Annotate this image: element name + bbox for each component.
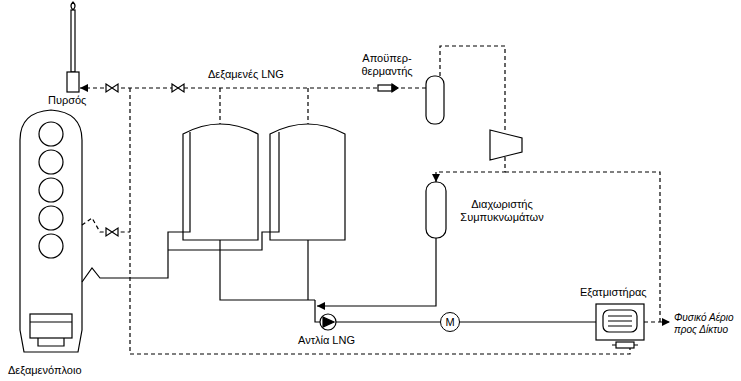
liquid-line [82, 132, 190, 282]
equipment-label: Αντλία LNG [298, 334, 355, 347]
nozzle-symbol [378, 85, 392, 91]
vaporizer-symbol [596, 304, 644, 340]
vapour-line [219, 88, 220, 124]
vapour-line [436, 157, 505, 182]
drawing-part [20, 2, 670, 354]
equipment-label: Φυσικό Αέριο προς Δίκτυο [674, 312, 736, 336]
flare-stack [67, 72, 79, 92]
tanker-ship [39, 122, 63, 146]
flare-stack [71, 10, 75, 72]
valve-symbol [172, 84, 184, 92]
liquid-line [168, 132, 279, 250]
tanker-ship [20, 110, 82, 352]
meter-circle: M [440, 312, 460, 332]
equipment-label: Αποϋπερ- θερμαντής [352, 52, 422, 78]
vapour-line [644, 321, 670, 322]
vapour-line [80, 46, 670, 354]
vapour-line [130, 88, 630, 354]
compressor-symbol [490, 130, 522, 160]
valve-symbol [106, 84, 118, 92]
vaporizer-symbol [612, 344, 638, 345]
desuperheater-vessel [426, 76, 444, 124]
equipment-label: Δεξαμενές LNG [208, 68, 284, 81]
nozzle-symbol [392, 84, 398, 92]
vaporizer-symbol [616, 342, 634, 348]
vaporizer-symbol [596, 304, 644, 348]
tanker-ship [38, 338, 64, 346]
nozzle-symbol [378, 84, 398, 92]
tanker-ship [20, 110, 82, 352]
pump-symbol [320, 314, 336, 330]
desuperheater-vessel [426, 76, 444, 124]
flare-stack [71, 2, 75, 10]
lng-tank [270, 124, 345, 240]
tanker-ship [39, 234, 63, 258]
liquid-line [82, 132, 596, 322]
compressor-symbol [490, 130, 522, 160]
valve-symbol [106, 228, 118, 236]
vapour-line [307, 88, 308, 124]
vapour-line [505, 172, 660, 322]
liquid-line [220, 240, 315, 300]
flare-stack [67, 2, 79, 92]
node-text: M [445, 316, 454, 328]
equipment-label: Δεξαμενόπλοιο [8, 364, 82, 377]
vaporizer-symbol [603, 310, 637, 332]
tanker-ship [39, 178, 63, 202]
vapour-line [440, 46, 505, 130]
liquid-line [307, 240, 308, 300]
tanker-ship [30, 314, 72, 338]
tanker-ship [39, 150, 63, 174]
separator-vessel [426, 182, 446, 238]
tanker-ship [39, 206, 63, 230]
tanker-ship [30, 321, 72, 322]
vaporizer-symbol [608, 316, 632, 326]
liquid-line [317, 238, 436, 306]
lng-tank [183, 124, 258, 240]
valve-symbol [106, 84, 184, 236]
vapour-line [80, 87, 426, 88]
separator-vessel [426, 182, 446, 238]
equipment-label: Πυρσός [48, 94, 86, 107]
pump-symbol [320, 314, 336, 330]
pump-symbol [323, 317, 334, 327]
equipment-label: Εξατμιστήρας [580, 286, 647, 299]
lng-tank [183, 124, 345, 240]
equipment-label: Διαχωριστής Συμπυκνωμάτων [450, 198, 554, 224]
